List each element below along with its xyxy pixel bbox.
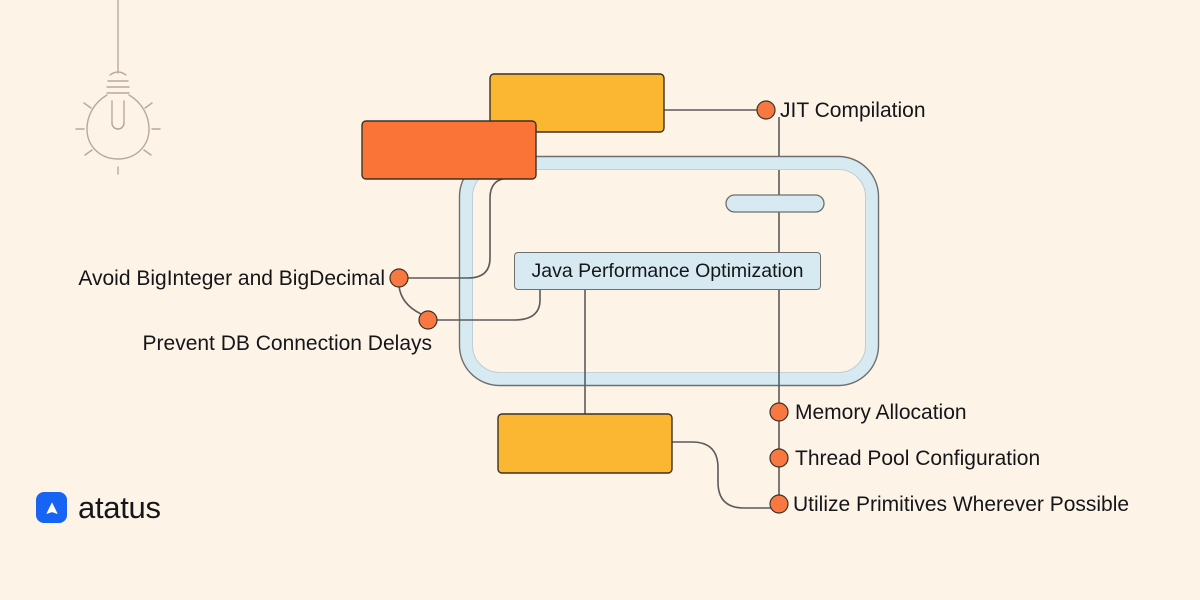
- node-dot-prevent-db-delays[interactable]: [418, 310, 438, 330]
- frame-outline-inner: [472, 169, 866, 373]
- node-dot-memory-allocation[interactable]: [769, 402, 789, 422]
- label-avoid-biginteger-and-bigdecimal[interactable]: Avoid BigInteger and BigDecimal: [78, 267, 385, 290]
- frame-inner-band: [459, 156, 879, 386]
- label-prevent-db-connection-delays[interactable]: Prevent DB Connection Delays: [142, 332, 432, 355]
- atatus-arrow-icon: [36, 492, 67, 523]
- label-utilize-primitives-wherever-possible[interactable]: Utilize Primitives Wherever Possible: [793, 493, 1130, 516]
- node-dot-jit-compilation[interactable]: [756, 100, 776, 120]
- node-dot-thread-pool-configuration[interactable]: [769, 448, 789, 468]
- connector-prevent-db: [436, 290, 541, 321]
- center-node-label[interactable]: Java Performance Optimization: [514, 252, 821, 290]
- frame-outline-outer: [458, 155, 880, 387]
- brand-logo[interactable]: atatus: [36, 492, 161, 523]
- yellow-block-bottom: [497, 413, 673, 474]
- brand-name: atatus: [78, 490, 161, 525]
- orange-block: [361, 120, 537, 180]
- connector-avoid-biginteger: [407, 177, 511, 279]
- yellow-block-top: [489, 73, 665, 133]
- label-memory-allocation[interactable]: Memory Allocation: [795, 401, 967, 424]
- node-dot-utilize-primitives[interactable]: [769, 494, 789, 514]
- node-dot-avoid-biginteger[interactable]: [389, 268, 409, 288]
- hanging-lightbulb-icon: [75, 0, 161, 175]
- label-thread-pool-configuration[interactable]: Thread Pool Configuration: [795, 447, 1041, 470]
- connector-left-pair-link: [398, 285, 422, 315]
- label-jit-compilation[interactable]: JIT Compilation: [780, 99, 926, 122]
- speaker-pill: [725, 194, 825, 213]
- connector-utilize-primitives: [672, 441, 772, 509]
